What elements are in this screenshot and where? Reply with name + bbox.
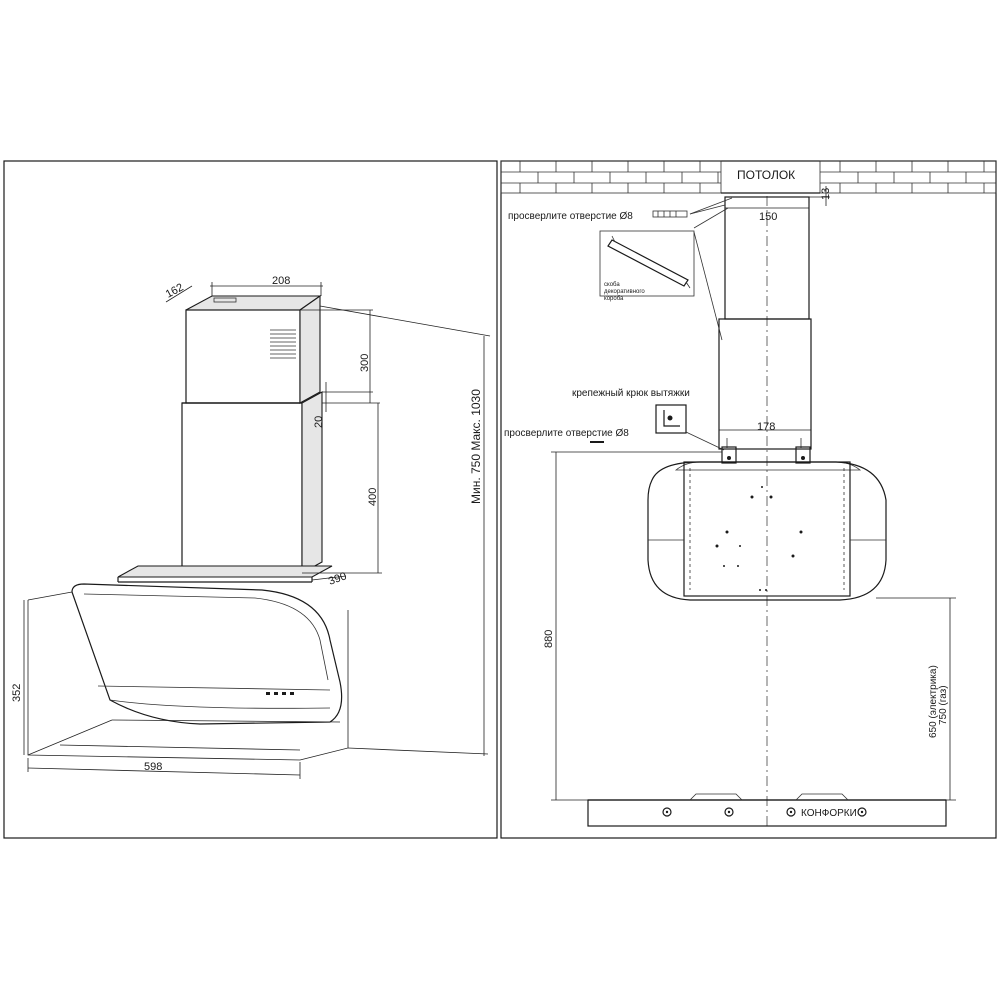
drill-label-bottom: просверлите отверстие Ø8 bbox=[504, 428, 629, 439]
chimney-top-face bbox=[185, 295, 322, 311]
hood-isometric-view: 208 162 300 20 400 390 352 598 Мин. 750 … bbox=[11, 275, 491, 779]
right-panel-frame bbox=[500, 160, 997, 839]
dim-hood-height: 352 bbox=[11, 684, 23, 702]
burners-label: КОНФОРКИ bbox=[801, 808, 857, 819]
lower-duct-cover bbox=[718, 318, 812, 450]
screw-anchor-icon bbox=[652, 210, 688, 218]
mount-hooks bbox=[721, 446, 811, 464]
dim-150: 150 bbox=[759, 211, 777, 223]
burner-knobs bbox=[662, 807, 867, 817]
dim-depth-top: 162 bbox=[164, 281, 186, 300]
hood-holes bbox=[715, 486, 803, 591]
bracket-label-3: короба bbox=[604, 296, 624, 302]
lower-chimney-front bbox=[181, 402, 303, 574]
hood-glass-panel bbox=[71, 583, 343, 725]
upper-chimney-front bbox=[185, 309, 301, 404]
bracket-label-1: скоба bbox=[604, 282, 620, 288]
installation-front-view: ПОТОЛОК просверлите отверстие Ø8 bbox=[500, 160, 997, 830]
mount-plate bbox=[117, 565, 333, 578]
left-panel-frame bbox=[3, 160, 498, 839]
dim-overlap: 20 bbox=[313, 416, 325, 428]
dim-lower-chimney: 400 bbox=[367, 488, 379, 506]
dim-178: 178 bbox=[757, 421, 775, 433]
dim-depth-bottom: 390 bbox=[327, 570, 348, 588]
lower-chimney-side bbox=[301, 391, 323, 574]
anchor-icon bbox=[590, 441, 604, 443]
bracket-icon bbox=[607, 235, 691, 289]
dim-13: 13 bbox=[820, 188, 832, 200]
drill-label-top: просверлите отверстие Ø8 bbox=[508, 211, 633, 222]
dim-hood-width: 598 bbox=[144, 761, 162, 773]
bracket-label-2: декоративного bbox=[604, 289, 645, 295]
ceiling-label: ПОТОЛОК bbox=[737, 168, 795, 182]
cooktop bbox=[587, 799, 947, 827]
dim-750-gas: 750 (газ) bbox=[938, 685, 949, 725]
dim-width-top: 208 bbox=[272, 275, 290, 287]
control-buttons bbox=[266, 692, 294, 695]
vent-slots bbox=[270, 329, 296, 359]
upper-chimney-side bbox=[299, 294, 321, 404]
brick-ceiling bbox=[500, 160, 997, 194]
hook-label: крепежный крюк вытяжки bbox=[572, 388, 690, 399]
dim-total-height: Мин. 750 Макс. 1030 bbox=[469, 389, 483, 504]
dim-upper-chimney: 300 bbox=[359, 354, 371, 372]
dim-880: 880 bbox=[543, 630, 555, 648]
bracket-detail-box bbox=[599, 230, 695, 297]
top-bracket bbox=[213, 297, 237, 303]
dim-650-electric: 650 (электрика) bbox=[928, 665, 939, 738]
hook-icon bbox=[655, 404, 687, 434]
